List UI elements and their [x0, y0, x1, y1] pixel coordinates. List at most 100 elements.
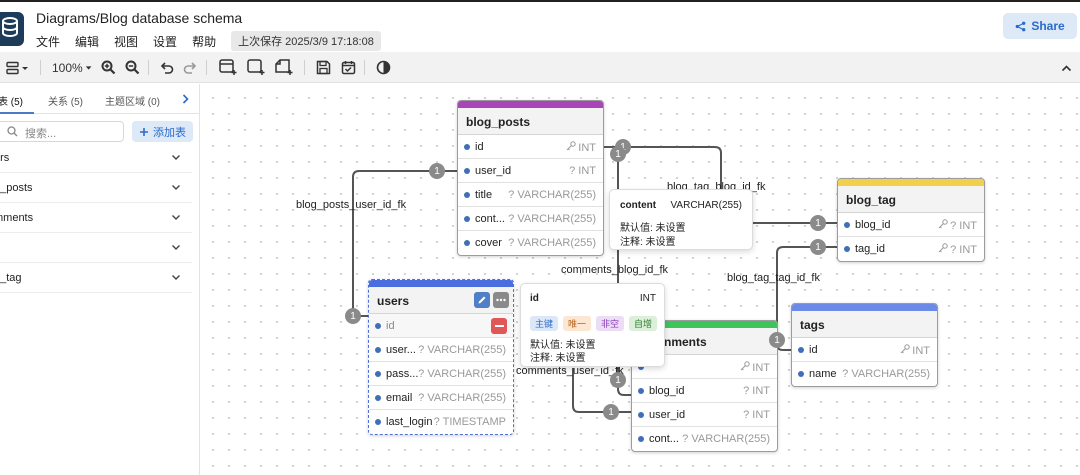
- table-users[interactable]: users id user... ? VARCHAR(255) pass... …: [368, 279, 514, 435]
- app-logo-icon[interactable]: [0, 12, 24, 46]
- table-field[interactable]: last_login ? TIMESTAMP: [369, 410, 513, 434]
- field-handle[interactable]: [375, 419, 381, 425]
- table-field[interactable]: INT: [632, 355, 777, 379]
- table-field[interactable]: blog_id ? INT: [838, 213, 984, 237]
- collapse-toolbar-button[interactable]: [1058, 58, 1074, 77]
- zoom-out-button[interactable]: [124, 58, 140, 77]
- field-handle[interactable]: [638, 412, 644, 418]
- table-header[interactable]: tags: [792, 311, 937, 338]
- tab-tables[interactable]: 表 (5): [0, 97, 23, 108]
- diagram-canvas[interactable]: blog_posts_user_id_fk blog_tag_blog_id_f…: [201, 84, 1080, 475]
- field-type-label: INT: [578, 142, 596, 154]
- tooltip-field-name: id: [530, 293, 539, 304]
- sidebar-item-label: g_tag: [0, 272, 22, 284]
- tab-subject-areas[interactable]: 主题区域 (0): [105, 97, 160, 108]
- field-name: title: [475, 189, 493, 201]
- table-field[interactable]: cover ? VARCHAR(255): [458, 231, 603, 255]
- table-field[interactable]: email ? VARCHAR(255): [369, 386, 513, 410]
- field-handle[interactable]: [844, 246, 850, 252]
- table-search-input[interactable]: 搜索...: [0, 121, 124, 142]
- chevron-right-icon[interactable]: [182, 94, 189, 104]
- field-handle[interactable]: [638, 364, 644, 370]
- table-field[interactable]: cont... ? VARCHAR(255): [632, 427, 777, 451]
- table-header[interactable]: blog_tag: [838, 186, 984, 213]
- table-field[interactable]: cont... ? VARCHAR(255): [458, 207, 603, 231]
- redo-button[interactable]: [182, 58, 198, 77]
- field-handle[interactable]: [464, 144, 470, 150]
- table-field[interactable]: user_id ? INT: [632, 403, 777, 427]
- table-tags[interactable]: tags id INT name ? VARCHAR(255): [791, 303, 938, 387]
- relation-label[interactable]: blog_posts_user_id_fk: [296, 199, 407, 211]
- todo-button[interactable]: [340, 58, 356, 77]
- table-field[interactable]: pass... ? VARCHAR(255): [369, 362, 513, 386]
- field-handle[interactable]: [464, 216, 470, 222]
- field-handle[interactable]: [375, 371, 381, 377]
- field-name: cont...: [475, 213, 505, 225]
- plus-icon: [140, 127, 148, 136]
- tab-relationships[interactable]: 关系 (5): [48, 97, 83, 108]
- diagram-title[interactable]: Diagrams/Blog database schema: [36, 10, 243, 26]
- table-field[interactable]: id INT: [458, 135, 603, 159]
- table-field[interactable]: id: [369, 314, 513, 338]
- add-table-button[interactable]: 添加表: [132, 121, 193, 142]
- table-field[interactable]: title ? VARCHAR(255): [458, 183, 603, 207]
- field-handle[interactable]: [375, 395, 381, 401]
- sidebar-item-blog-posts[interactable]: g_posts: [0, 173, 192, 203]
- zoom-select[interactable]: 100%: [52, 58, 92, 77]
- table-header[interactable]: users: [369, 287, 513, 314]
- sidebar-item-users[interactable]: ers: [0, 143, 192, 173]
- field-tooltip-content: content VARCHAR(255) 默认值: 未设置 注释: 未设置: [609, 189, 753, 250]
- field-handle[interactable]: [638, 436, 644, 442]
- table-blog-tag[interactable]: blog_tag blog_id ? INT tag_id ? INT: [837, 178, 985, 262]
- field-handle[interactable]: [464, 192, 470, 198]
- menu-file[interactable]: 文件: [36, 34, 61, 49]
- minus-icon: [494, 325, 504, 327]
- sidebar-item-comments[interactable]: mments: [0, 203, 192, 233]
- more-options-button[interactable]: [493, 292, 509, 308]
- zoom-in-icon: [101, 60, 115, 75]
- save-button[interactable]: [315, 58, 331, 77]
- table-blog-posts[interactable]: blog_posts id INT user_id ? INT title ? …: [457, 100, 604, 256]
- zoom-in-button[interactable]: [100, 58, 116, 77]
- relation-label[interactable]: blog_tag_tag_id_fk: [727, 272, 820, 284]
- table-field[interactable]: blog_id ? INT: [632, 379, 777, 403]
- layout-menu-button[interactable]: [4, 58, 32, 77]
- cardinality-badge: 1: [769, 332, 785, 348]
- sidebar-item-label: ers: [0, 152, 10, 164]
- sidebar-item-tags[interactable]: s: [0, 233, 192, 263]
- edit-table-button[interactable]: [474, 292, 490, 308]
- sidebar-item-blog-tag[interactable]: g_tag: [0, 263, 192, 293]
- delete-field-button[interactable]: [491, 318, 507, 334]
- field-name: id: [809, 344, 818, 356]
- menu-settings[interactable]: 设置: [153, 34, 178, 49]
- tooltip-default: 默认值: 未设置: [530, 340, 596, 351]
- field-handle[interactable]: [464, 240, 470, 246]
- field-handle[interactable]: [375, 323, 381, 329]
- key-icon: [900, 344, 910, 354]
- table-field[interactable]: tag_id ? INT: [838, 237, 984, 261]
- share-button[interactable]: Share: [1003, 13, 1077, 39]
- add-note-tool-button[interactable]: [274, 58, 294, 77]
- field-handle[interactable]: [464, 168, 470, 174]
- add-area-tool-button[interactable]: [246, 58, 266, 77]
- theme-toggle-button[interactable]: [375, 58, 391, 77]
- menu-edit[interactable]: 编辑: [75, 34, 100, 49]
- menu-view[interactable]: 视图: [114, 34, 139, 49]
- add-table-tool-button[interactable]: [218, 58, 238, 77]
- table-field[interactable]: id INT: [792, 338, 937, 362]
- menu-help[interactable]: 帮助: [192, 34, 217, 49]
- field-handle[interactable]: [798, 371, 804, 377]
- relation-label[interactable]: comments_blog_id_fk: [561, 264, 669, 276]
- field-handle[interactable]: [844, 222, 850, 228]
- field-handle[interactable]: [375, 347, 381, 353]
- field-handle[interactable]: [638, 388, 644, 394]
- table-field[interactable]: user... ? VARCHAR(255): [369, 338, 513, 362]
- table-field[interactable]: name ? VARCHAR(255): [792, 362, 937, 386]
- table-field[interactable]: user_id ? INT: [458, 159, 603, 183]
- relation-label[interactable]: comments_user_id_fk: [516, 365, 624, 377]
- undo-icon: [160, 61, 173, 74]
- field-handle[interactable]: [798, 347, 804, 353]
- undo-button[interactable]: [158, 58, 174, 77]
- table-header[interactable]: blog_posts: [458, 108, 603, 135]
- field-name: blog_id: [855, 219, 891, 231]
